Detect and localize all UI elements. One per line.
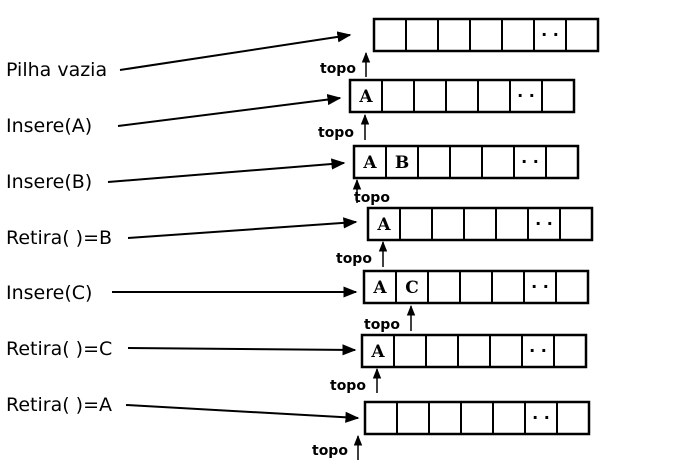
operation-arrow-0 xyxy=(119,31,352,71)
stack-cell-value: B xyxy=(395,153,409,173)
stack-box-5 xyxy=(360,333,588,369)
operation-arrow-3 xyxy=(127,217,358,239)
stack-1: A · · topo xyxy=(117,78,576,141)
step-label-0: Pilha vazia xyxy=(6,59,108,81)
step-label-4: Insere(C) xyxy=(6,282,93,304)
operation-arrow-5 xyxy=(127,344,357,356)
stack-box-0 xyxy=(372,17,600,53)
ellipsis-text: · · xyxy=(517,86,535,105)
stack-cell-value: A xyxy=(370,342,385,362)
stack-6: · · topo xyxy=(125,400,591,460)
stack-cell-value: A xyxy=(376,215,391,235)
stack-box-2 xyxy=(352,144,580,180)
operation-arrow-6 xyxy=(125,404,360,423)
operation-arrow-2 xyxy=(107,158,346,183)
ellipsis-text: · · xyxy=(541,25,559,44)
stack-3: A · · topo xyxy=(127,206,594,267)
stack-0: · · topo xyxy=(119,17,600,77)
step-label-3: Retira( )=B xyxy=(6,227,113,249)
topo-label: topo xyxy=(312,443,348,459)
ellipsis-text: · · xyxy=(535,214,553,233)
stack-box-4 xyxy=(362,269,590,305)
step-label-1: Insere(A) xyxy=(6,115,93,137)
topo-label: topo xyxy=(336,251,372,267)
ellipsis-text: · · xyxy=(529,341,547,360)
stack-box-3 xyxy=(366,206,594,242)
stack-cell-value: A xyxy=(372,278,387,298)
ellipsis-text: · · xyxy=(531,277,549,296)
stack-cell-value: C xyxy=(405,278,419,298)
step-label-2: Insere(B) xyxy=(6,171,93,193)
stack-cell-value: A xyxy=(362,153,377,173)
operation-arrow-1 xyxy=(117,94,342,127)
stack-5: A · · topo xyxy=(127,333,588,394)
topo-label: topo xyxy=(320,61,356,77)
step-label-6: Retira( )=A xyxy=(6,394,113,416)
ellipsis-text: · · xyxy=(521,152,539,171)
topo-label: topo xyxy=(318,125,354,141)
topo-label: topo xyxy=(330,378,366,394)
topo-label: topo xyxy=(364,317,400,333)
ellipsis-text: · · xyxy=(532,408,550,427)
topo-label: topo xyxy=(354,190,390,206)
stack-box-1 xyxy=(348,78,576,114)
step-label-5: Retira( )=C xyxy=(6,338,113,360)
stack-cell-value: A xyxy=(358,87,373,107)
stack-box-6 xyxy=(363,400,591,436)
